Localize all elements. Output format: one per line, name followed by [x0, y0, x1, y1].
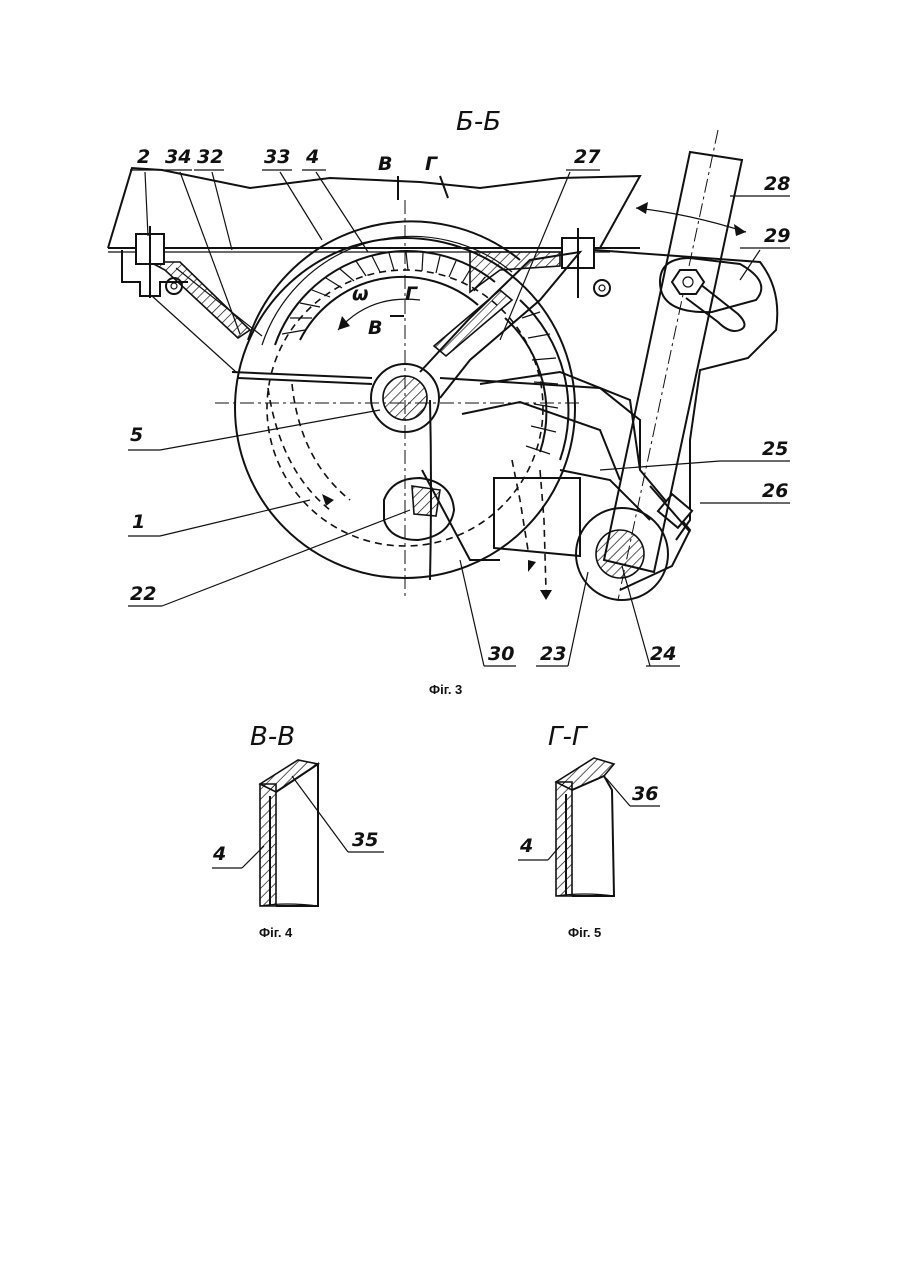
left-pin-center	[171, 283, 177, 289]
swing-arrow-head-left	[636, 202, 648, 214]
pivot-24-pin	[596, 530, 644, 578]
fig4-blade-tip	[260, 760, 318, 792]
nut-29	[672, 270, 704, 294]
label-25: 25	[762, 438, 788, 460]
rotation-arrow-head	[338, 316, 350, 330]
figure-3-caption: Фіг. 3	[429, 682, 462, 697]
right-pin-circle	[594, 280, 610, 296]
figure-3-section-title: Б-Б	[456, 107, 501, 137]
section-mark-g-bottom: Г	[405, 283, 418, 305]
section-mark-v-bottom: В	[368, 317, 382, 339]
label-26: 26	[762, 480, 788, 502]
omega-label: ω	[352, 283, 369, 305]
label-24: 24	[650, 643, 676, 665]
fig4-blade-hatched-wall	[260, 784, 276, 906]
blade-ring-right	[505, 300, 568, 460]
label-1: 1	[132, 511, 145, 533]
right-pin-center	[599, 285, 605, 291]
label-28: 28	[764, 173, 790, 195]
stone-22-hatch	[412, 486, 440, 516]
label-4-fig4: 4	[212, 843, 226, 865]
label-5: 5	[130, 424, 143, 446]
label-29: 29	[764, 225, 790, 247]
horizontal-arm-lower	[238, 378, 372, 384]
label-34: 34	[165, 146, 191, 168]
label-33: 33	[264, 146, 290, 168]
hopper-top-line	[108, 168, 640, 248]
label-2: 2	[137, 146, 150, 168]
label-23: 23	[540, 643, 566, 665]
label-35: 35	[352, 829, 378, 851]
section-mark-v-top: В	[378, 153, 392, 175]
figure-4-section-title: В-В	[250, 722, 295, 752]
label-4-fig3: 4	[305, 146, 319, 168]
figure-5-drawing: Г-Г 4 36 Фіг. 5	[518, 722, 660, 940]
section-mark-g-top: Г	[425, 153, 438, 175]
label-4-fig5: 4	[519, 835, 533, 857]
left-bracket	[150, 262, 250, 338]
lever-27	[420, 252, 580, 398]
figure-3-drawing: Б-Б	[108, 107, 790, 697]
figure-5-caption: Фіг. 5	[568, 925, 601, 940]
figure-4-drawing: В-В 4 35 Фіг. 4	[212, 722, 384, 940]
swing-arrow-head-right	[734, 224, 746, 236]
fig5-blade-hatched-wall	[556, 782, 572, 896]
handle-28-axis	[618, 130, 718, 600]
lever-25-inner	[462, 402, 620, 480]
label-22: 22	[130, 583, 156, 605]
figure-5-section-title: Г-Г	[548, 722, 589, 752]
label-32: 32	[197, 146, 223, 168]
label-27: 27	[574, 146, 601, 168]
label-30: 30	[488, 643, 514, 665]
section-mark-g-top-line	[440, 176, 448, 198]
label-36: 36	[632, 783, 658, 805]
figure-4-caption: Фіг. 4	[259, 925, 293, 940]
figure-3-callouts: 2 34 32 33 4 27 28 29 5	[128, 146, 790, 666]
left-pin-circle	[166, 278, 182, 294]
fig5-blade-body	[572, 776, 614, 896]
